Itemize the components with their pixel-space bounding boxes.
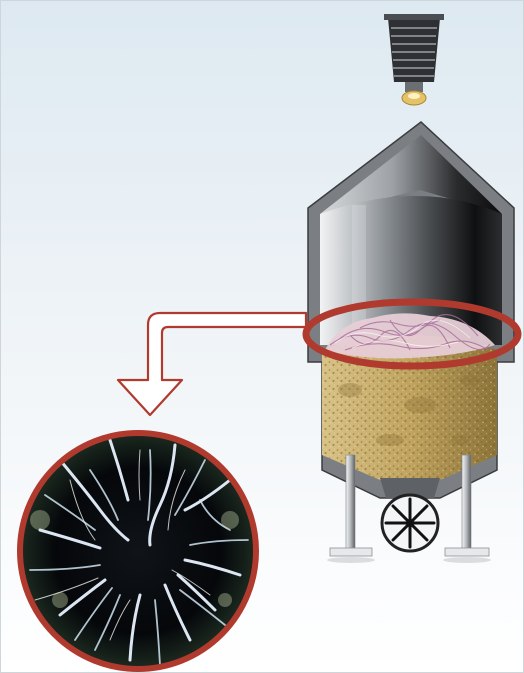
auger-valve-icon <box>382 495 438 551</box>
magnified-view-icon <box>20 433 256 669</box>
